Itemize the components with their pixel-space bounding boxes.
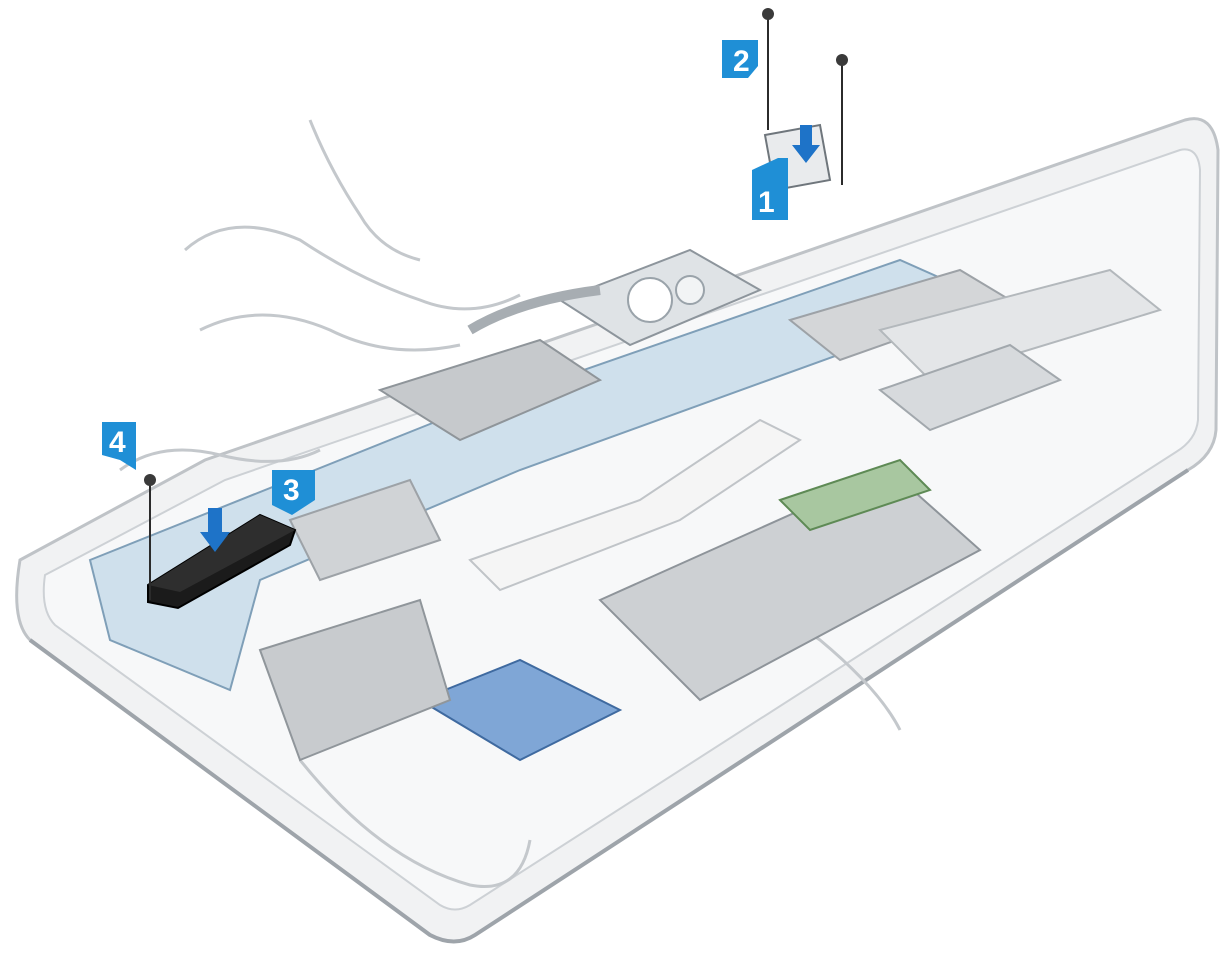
step-label: 3 (283, 474, 300, 507)
shield-plates (258, 268, 1163, 762)
step-badge-4: 4 (102, 422, 136, 470)
system-board-pcb (88, 258, 993, 692)
press-down-arrow-icon (200, 508, 230, 552)
press-down-arrow-icon (792, 125, 820, 163)
cpu-die (627, 277, 673, 323)
io-daughterboard (417, 658, 623, 762)
screw-icon (762, 8, 774, 20)
fan-shield (377, 338, 603, 442)
step-label: 2 (733, 45, 750, 78)
touchpad-flex-cable (468, 418, 802, 592)
touchpad-assembly (468, 418, 982, 702)
screw-icon (144, 474, 156, 486)
chassis-front-edge (28, 468, 1190, 944)
step-badge-3: 3 (272, 470, 315, 515)
thermal-fan-module (377, 285, 603, 442)
step-label: 4 (109, 426, 126, 459)
gpu-die (675, 275, 705, 305)
step-label: 1 (758, 186, 775, 219)
speaker-compartment (878, 268, 1163, 382)
screw-icon (836, 54, 848, 66)
touchpad-board (778, 458, 932, 532)
system-board (88, 248, 993, 762)
memory-shield (258, 598, 452, 762)
wlan-shield (288, 478, 442, 582)
smart-card-reader (877, 343, 1063, 432)
step-badge-2: 2 (722, 40, 758, 78)
heat-pipe (467, 285, 601, 335)
step-badge-1: 1 (752, 158, 788, 220)
left-bracket-area (144, 474, 297, 610)
black-bracket-top (148, 515, 295, 592)
